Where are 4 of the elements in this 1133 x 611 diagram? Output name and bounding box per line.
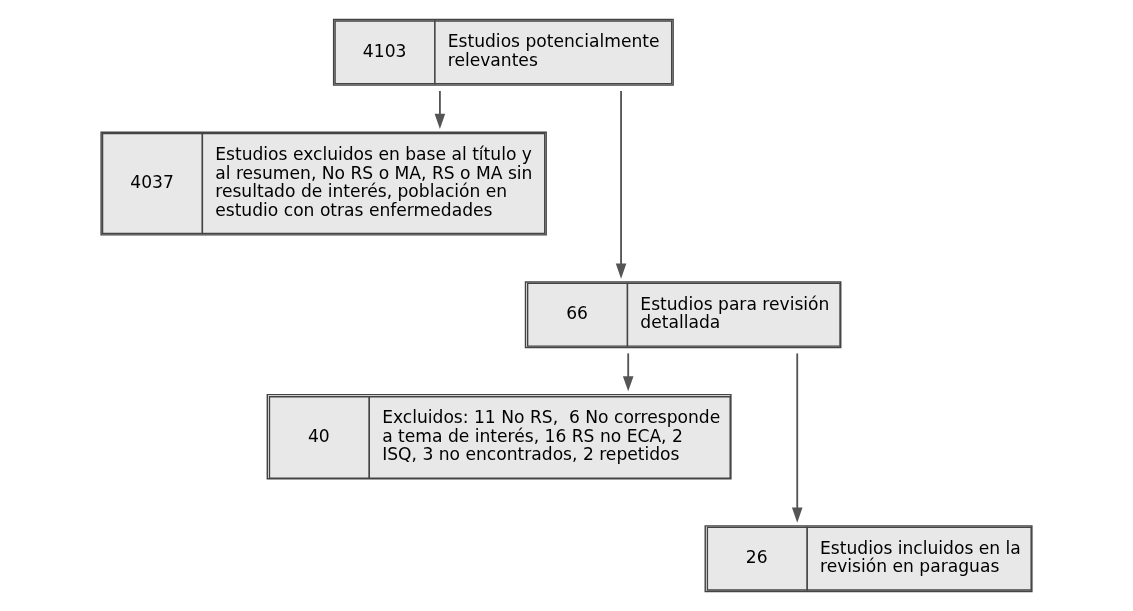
arrow xyxy=(615,90,627,279)
arrow xyxy=(434,90,446,129)
arrow xyxy=(791,352,803,523)
arrow xyxy=(622,352,634,392)
